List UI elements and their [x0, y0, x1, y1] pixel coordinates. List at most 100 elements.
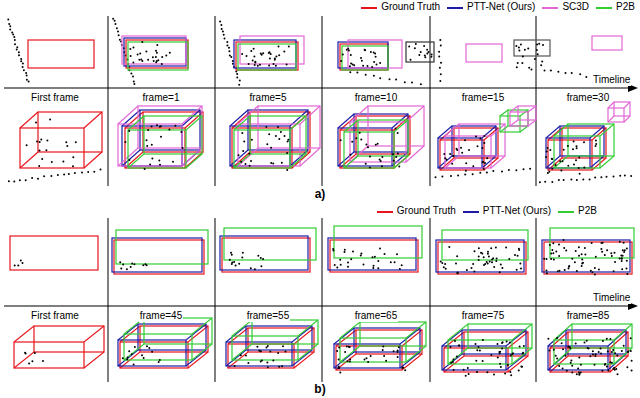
- bbox-3d-edge: [84, 352, 104, 368]
- point: [148, 347, 150, 349]
- bbox-3d: [442, 346, 506, 370]
- point: [546, 151, 548, 153]
- point: [9, 25, 11, 27]
- point: [126, 268, 128, 270]
- point: [600, 248, 602, 250]
- point: [241, 257, 243, 259]
- bbox-3d-edge: [448, 348, 468, 364]
- point: [401, 367, 403, 369]
- point: [631, 369, 633, 371]
- bbox-3d: [358, 120, 408, 156]
- point: [551, 158, 553, 160]
- point: [375, 56, 377, 58]
- bbox-3d-edge: [406, 146, 424, 162]
- point: [614, 352, 616, 354]
- point: [360, 253, 362, 255]
- point: [146, 264, 148, 266]
- point: [19, 179, 21, 181]
- bbox-3d-edge: [506, 330, 526, 346]
- bbox-3d: [459, 124, 505, 156]
- point: [570, 362, 572, 364]
- point: [93, 171, 95, 173]
- point: [243, 140, 245, 142]
- point: [286, 64, 288, 66]
- bbox-3d-edge: [520, 110, 528, 116]
- point: [451, 163, 453, 165]
- point: [338, 358, 340, 360]
- point: [408, 46, 410, 48]
- bbox: [10, 236, 98, 270]
- point: [377, 143, 379, 145]
- point: [24, 352, 26, 354]
- point: [277, 126, 279, 128]
- point: [146, 139, 148, 141]
- frame-label: frame=55: [246, 310, 291, 322]
- bbox: [550, 228, 634, 258]
- point: [238, 154, 240, 156]
- bbox-3d-edge: [344, 156, 358, 168]
- point: [122, 357, 124, 359]
- bbox-3d-edge: [406, 322, 426, 338]
- point: [606, 338, 608, 340]
- point: [145, 51, 147, 53]
- point: [549, 149, 551, 151]
- point: [397, 351, 399, 353]
- point: [547, 338, 549, 340]
- point: [360, 57, 362, 59]
- point: [249, 165, 251, 167]
- point: [610, 252, 612, 254]
- point: [361, 60, 363, 62]
- point: [347, 360, 349, 362]
- point: [13, 181, 15, 183]
- bbox-3d: [232, 336, 298, 360]
- point: [28, 363, 30, 365]
- bbox-3d-edge: [122, 150, 140, 166]
- point: [578, 255, 580, 257]
- bbox-3d-edge: [624, 116, 630, 122]
- bbox: [334, 226, 422, 258]
- bbox-3d-edge: [14, 326, 34, 342]
- bbox-3d-edge: [334, 352, 354, 368]
- point: [129, 48, 131, 50]
- point: [600, 348, 602, 350]
- point: [280, 131, 282, 133]
- point: [564, 269, 566, 271]
- point: [45, 149, 47, 151]
- point: [572, 148, 574, 150]
- point: [558, 243, 560, 245]
- point: [269, 351, 271, 353]
- point: [23, 69, 25, 71]
- point: [267, 366, 269, 368]
- legend-text: PTT-Net (Ours): [482, 205, 552, 217]
- bbox-3d-edge: [290, 150, 308, 166]
- point: [159, 359, 161, 361]
- point: [561, 342, 563, 344]
- point: [482, 360, 484, 362]
- point: [349, 359, 351, 361]
- bbox-3d: [340, 338, 406, 362]
- point: [594, 177, 596, 179]
- point: [616, 354, 618, 356]
- point: [475, 360, 477, 362]
- point: [472, 173, 474, 175]
- point: [7, 19, 9, 21]
- point: [151, 157, 153, 159]
- bbox-3d-edge: [84, 112, 102, 128]
- bbox-3d-edge: [290, 154, 306, 168]
- point: [576, 179, 578, 181]
- point: [550, 252, 552, 254]
- point: [455, 263, 457, 265]
- point: [508, 169, 510, 171]
- point: [128, 350, 130, 352]
- point: [38, 165, 40, 167]
- point: [152, 56, 154, 58]
- point: [74, 172, 76, 174]
- bbox-3d-edge: [186, 116, 202, 130]
- point: [385, 360, 387, 362]
- point: [563, 247, 565, 249]
- frame-label: frame=65: [354, 310, 399, 322]
- point: [377, 260, 379, 262]
- point: [464, 139, 466, 141]
- point: [22, 66, 24, 68]
- point: [367, 146, 369, 148]
